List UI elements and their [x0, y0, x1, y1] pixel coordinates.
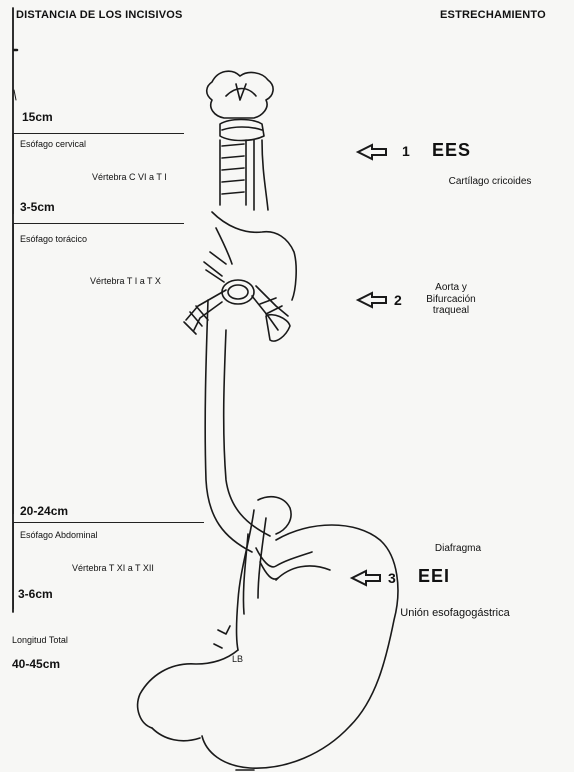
incisor-distance-value: 15cm: [22, 110, 53, 124]
header-incisor-distance: DISTANCIA DE LOS INCISIVOS: [16, 9, 183, 21]
segment-cervical-length: 3-5cm: [20, 200, 55, 214]
segment-thoracic-length: 20-24cm: [20, 504, 68, 518]
narrowing-1-number: 1: [402, 143, 410, 159]
segment-abdominal-vertebra: Vértebra T XI a T XII: [72, 563, 154, 573]
narrowing-3-number: 3: [388, 570, 396, 586]
segment-abdominal-title: Esófago Abdominal: [20, 530, 98, 540]
arrow-1: [358, 145, 386, 159]
arrow-3: [352, 571, 380, 585]
segment-thoracic: [13, 223, 184, 514]
narrowing-3-name: EEI: [418, 566, 450, 587]
segment-thoracic-vertebra: Vértebra T I a T X: [90, 276, 161, 286]
narrowing-1-description: Cartílago cricoides: [428, 176, 552, 188]
narrowing-2-number: 2: [394, 292, 402, 308]
segment-thoracic-title: Esófago torácico: [20, 234, 87, 244]
segment-cervical-vertebra: Vértebra C VI a T I: [92, 172, 167, 182]
narrowing-3-above: Diafragma: [418, 543, 498, 555]
narrowing-1-name: EES: [432, 140, 471, 161]
total-length-value: 40-45cm: [12, 657, 60, 671]
segment-cervical-title: Esófago cervical: [20, 139, 86, 149]
svg-text:LB: LB: [232, 654, 243, 664]
header-narrowing: ESTRECHAMIENTO: [440, 9, 546, 21]
arrow-2: [358, 293, 386, 307]
total-length-label: Longitud Total: [12, 635, 68, 645]
narrowing-3-description: Unión esofagogástrica: [380, 607, 530, 620]
segment-abdominal-length: 3-6cm: [18, 587, 53, 601]
narrowing-2-description: Aorta y Bifurcación traqueal: [424, 282, 478, 317]
